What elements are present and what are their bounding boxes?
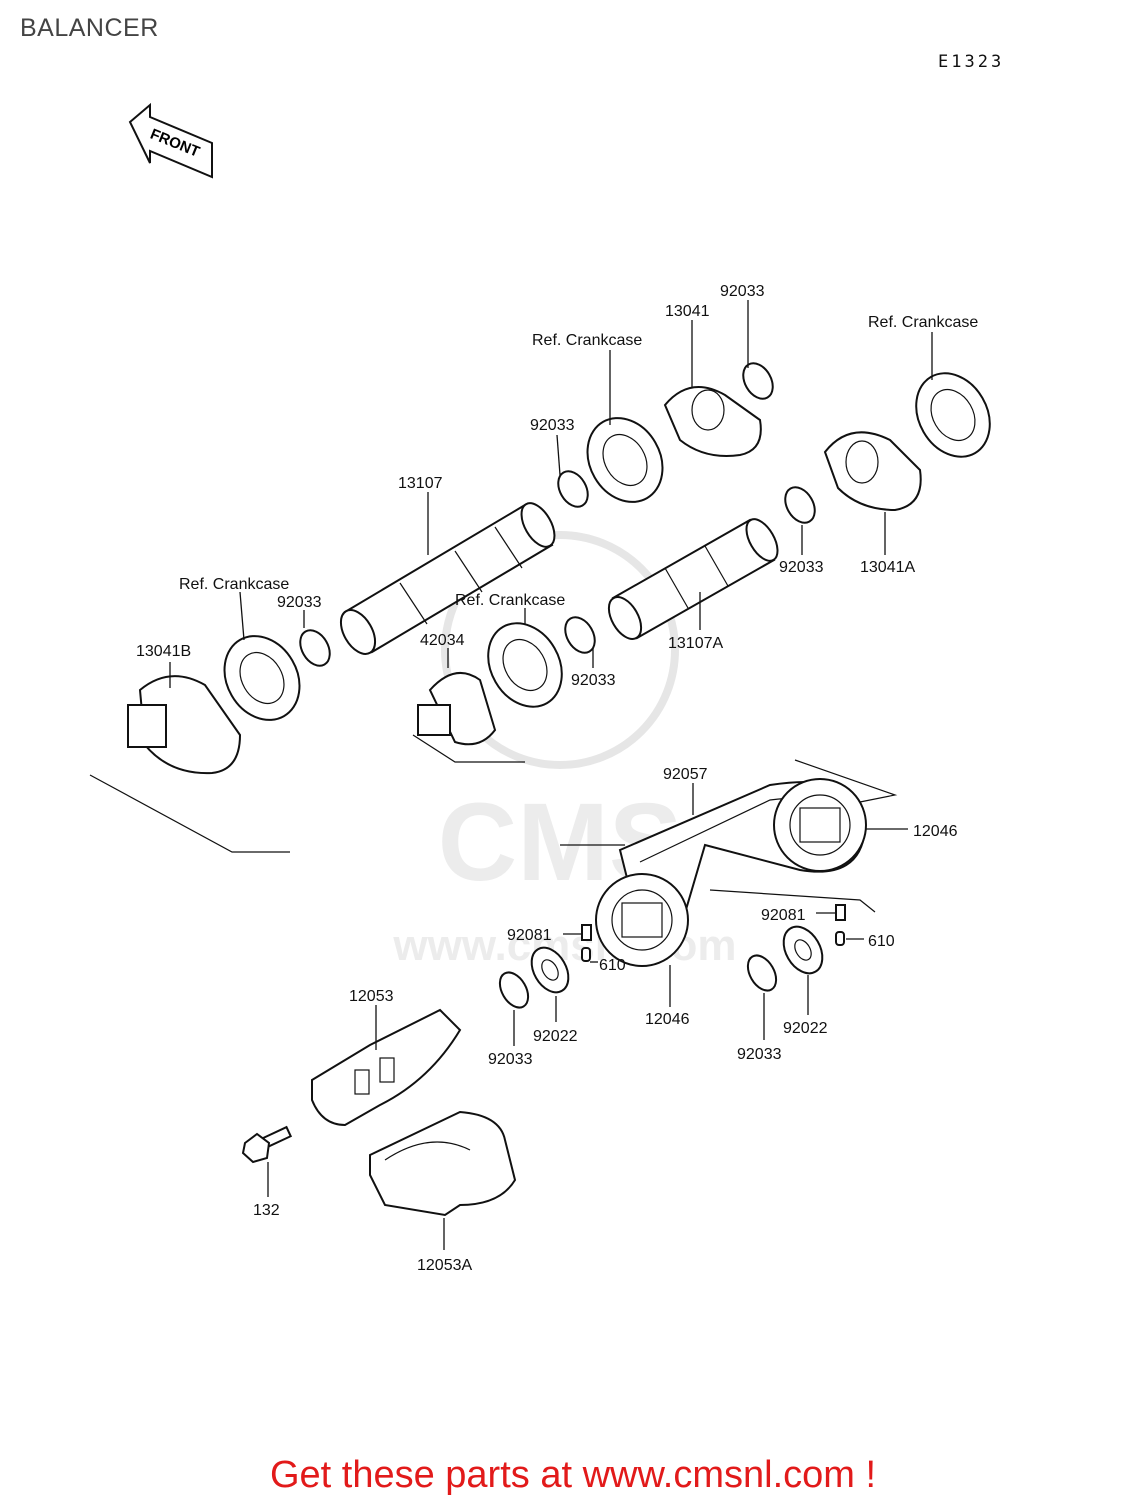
washer-92022-left: [530, 946, 570, 994]
label-12046-right: 12046: [913, 823, 958, 840]
bearing-lower-left: [223, 635, 301, 721]
coupling-42034: [417, 671, 497, 746]
sprocket-12046-right: [773, 778, 867, 872]
label-13041: 13041: [665, 303, 710, 320]
label-610-left: 610: [599, 957, 626, 974]
label-42034: 42034: [420, 632, 465, 649]
label-92057: 92057: [663, 766, 708, 783]
label-92081-right: 92081: [761, 907, 806, 924]
balancer-weight-13041: [663, 386, 762, 457]
bracket-line-sprocket: [794, 759, 898, 803]
circlip-92033-f: [498, 971, 530, 1009]
page-title: BALANCER: [20, 14, 159, 42]
label-13107: 13107: [398, 475, 443, 492]
sprocket-12046-bottom: [595, 873, 689, 967]
diagram-code: E1323: [938, 52, 1005, 72]
spring-92081-right: [835, 904, 846, 921]
bolt-132: [241, 1125, 293, 1164]
bearing-upper-center: [586, 417, 664, 503]
label-92033-d: 92033: [277, 594, 322, 611]
balancer-weight-13041B: [127, 675, 242, 775]
label-13041B: 13041B: [136, 643, 191, 660]
chain-guide-12053A: [369, 1110, 517, 1217]
chain-guide-12053: [311, 1008, 462, 1127]
pin-610-left: [581, 947, 591, 962]
label-13107A: 13107A: [668, 635, 723, 652]
label-92033-e: 92033: [571, 672, 616, 689]
label-ref-crankcase-1: Ref. Crankcase: [532, 332, 642, 349]
front-arrow-icon: FRONT: [128, 102, 213, 179]
bracket-line-center: [412, 734, 525, 763]
label-12046-bottom: 12046: [645, 1011, 690, 1028]
circlip-92033-b: [557, 470, 589, 508]
promo-link[interactable]: Get these parts at www.cmsnl.com !: [269, 1454, 877, 1496]
label-92033-c: 92033: [779, 559, 824, 576]
label-ref-crankcase-3: Ref. Crankcase: [179, 576, 289, 593]
bearing-upper-right: [915, 372, 991, 458]
label-12053A: 12053A: [417, 1257, 472, 1274]
watermark-ring: [441, 531, 679, 769]
leader-lines: [169, 300, 933, 1250]
label-92033-f: 92033: [488, 1051, 533, 1068]
bearing-lower-center: [487, 622, 563, 708]
bracket-line-left: [89, 774, 290, 853]
spring-92081-left: [581, 924, 592, 941]
label-12053: 12053: [349, 988, 394, 1005]
shaft-13107A: [607, 518, 779, 640]
balancer-weight-13041A: [823, 431, 922, 512]
circlip-92033-e: [564, 616, 596, 654]
label-13041A: 13041A: [860, 559, 915, 576]
label-ref-crankcase-4: Ref. Crankcase: [455, 592, 565, 609]
pin-610-right: [835, 931, 845, 946]
label-132: 132: [253, 1202, 280, 1219]
label-92033-b: 92033: [530, 417, 575, 434]
circlip-92033-top: [742, 362, 774, 400]
label-610-right: 610: [868, 933, 895, 950]
label-92081-left: 92081: [507, 927, 552, 944]
circlip-92033-g: [746, 954, 778, 992]
shaft-13107: [339, 502, 556, 655]
label-92033-g: 92033: [737, 1046, 782, 1063]
washer-92022-right: [782, 925, 824, 975]
label-92022-left: 92022: [533, 1028, 578, 1045]
label-ref-crankcase-2: Ref. Crankcase: [868, 314, 978, 331]
label-92033-top: 92033: [720, 283, 765, 300]
circlip-92033-d: [299, 629, 331, 667]
circlip-92033-c: [784, 486, 816, 524]
label-92022-right: 92022: [783, 1020, 828, 1037]
bracket-line-washer: [709, 889, 876, 913]
